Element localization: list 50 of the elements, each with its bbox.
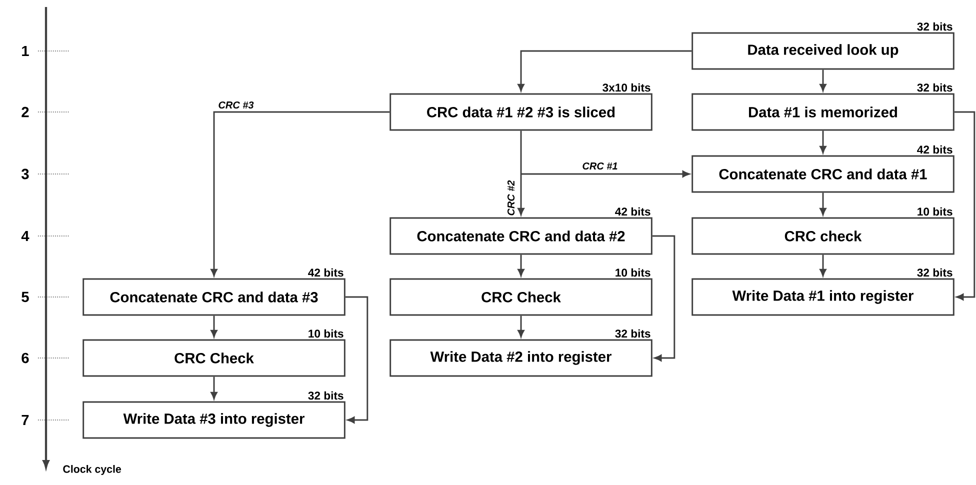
bit-width-label: 32 bits bbox=[917, 268, 952, 277]
arrow bbox=[345, 296, 368, 424]
process-box: Data received look up bbox=[692, 32, 954, 70]
arrow bbox=[210, 316, 218, 338]
edge-label: CRC #2 bbox=[506, 178, 516, 218]
edge-label: CRC #1 bbox=[580, 161, 620, 171]
arrow bbox=[518, 316, 524, 338]
arrow bbox=[521, 170, 690, 178]
process-box: CRC Check bbox=[390, 278, 652, 316]
bit-width-label: 32 bits bbox=[615, 329, 650, 338]
process-box: Write Data #2 into register bbox=[390, 339, 652, 377]
bit-width-label: 10 bits bbox=[918, 207, 952, 216]
arrow bbox=[652, 235, 676, 362]
process-box: Concatenate CRC and data #1 bbox=[692, 155, 954, 193]
edge-label: CRC #3 bbox=[216, 100, 256, 110]
arrow bbox=[820, 130, 826, 154]
bit-width-label: 32 bits bbox=[308, 391, 344, 400]
process-box: CRC check bbox=[692, 217, 954, 255]
process-box: Concatenate CRC and data #2 bbox=[390, 217, 652, 255]
clock-number: 3 bbox=[21, 168, 29, 180]
clock-number: 5 bbox=[22, 292, 29, 302]
bit-width-label: 3x10 bits bbox=[602, 83, 650, 92]
process-box: Write Data #3 into register bbox=[82, 401, 346, 439]
bit-width-label: 42 bits bbox=[615, 207, 650, 216]
arrow bbox=[820, 192, 826, 216]
arrow bbox=[518, 50, 692, 92]
arrow bbox=[820, 254, 826, 276]
process-box: CRC Check bbox=[82, 339, 346, 377]
bit-width-label: 42 bits bbox=[308, 268, 344, 277]
arrow bbox=[820, 70, 826, 92]
process-box: Write Data #1 into register bbox=[692, 278, 954, 316]
bit-width-label: 10 bits bbox=[616, 268, 650, 277]
bit-width-label: 10 bits bbox=[308, 329, 344, 338]
arrow bbox=[210, 376, 218, 400]
clock-number: 6 bbox=[22, 352, 29, 364]
bit-width-label: 42 bits bbox=[917, 145, 952, 154]
axis-label: Clock cycle bbox=[63, 465, 122, 475]
clock-number: 7 bbox=[22, 414, 29, 426]
process-box: CRC data #1 #2 #3 is sliced bbox=[390, 93, 652, 131]
process-box: Data #1 is memorized bbox=[692, 93, 954, 131]
clock-number: 1 bbox=[22, 46, 29, 56]
arrow bbox=[210, 111, 390, 276]
arrow bbox=[954, 111, 976, 300]
clock-number: 2 bbox=[22, 106, 29, 118]
arrow bbox=[518, 254, 524, 276]
clock-number: 4 bbox=[21, 230, 30, 242]
bit-width-label: 32 bits bbox=[917, 22, 952, 31]
arrow bbox=[518, 174, 524, 216]
process-box: Concatenate CRC and data #3 bbox=[82, 278, 346, 316]
bit-width-label: 32 bits bbox=[917, 83, 952, 92]
